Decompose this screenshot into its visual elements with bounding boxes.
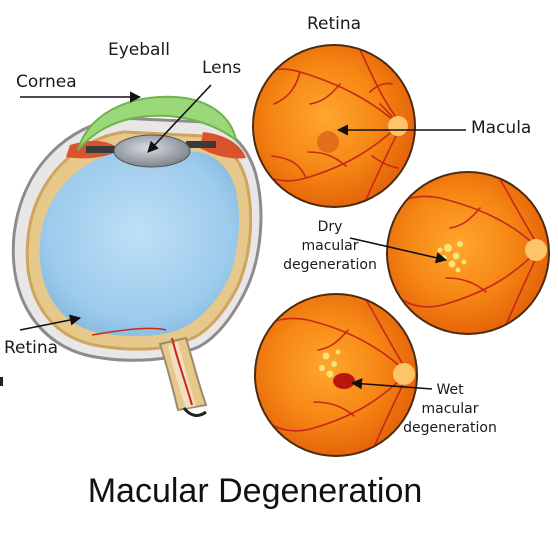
label-lens: Lens [202,58,242,78]
label-wet-line1: Wet [436,382,464,398]
callout-arrows [19,84,466,390]
label-retina-top: Retina [307,14,362,34]
label-dry-line2: macular [301,238,359,254]
label-dry-line3: degeneration [283,257,377,273]
label-wet-line2: macular [421,401,479,417]
label-dry-amd: Dry macular degeneration [276,218,384,275]
fundus-normal [252,44,416,208]
label-dry-line1: Dry [317,219,343,235]
diagram-title: Macular Degeneration [87,472,423,510]
hemorrhage [333,373,355,389]
label-wet-line3: degeneration [403,420,497,436]
label-eyeball: Eyeball [108,40,170,60]
label-wet-amd: Wet macular degeneration [396,381,504,438]
label-macula: Macula [471,118,532,138]
fundus-wet-amd [254,293,418,457]
label-retina-side: Retina [4,338,59,358]
drusen-cluster [437,241,467,273]
drusen-cluster-wet [319,349,341,378]
label-cornea: Cornea [16,72,77,92]
eyeball-cross-section [0,95,263,417]
fundus-dry-amd [386,171,550,335]
